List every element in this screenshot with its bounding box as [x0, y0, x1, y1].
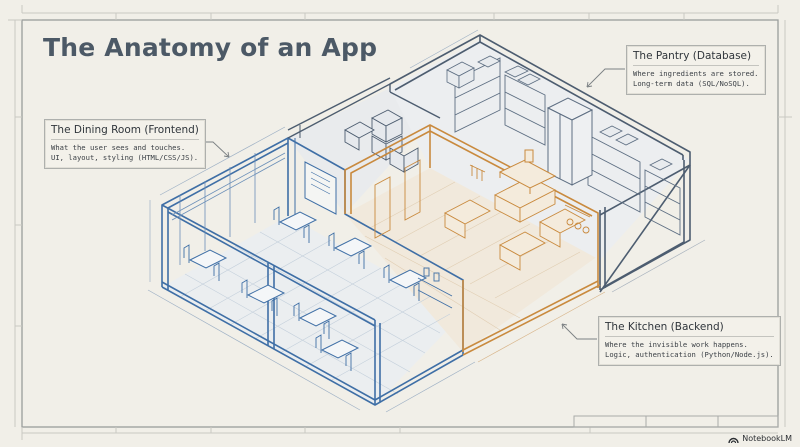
dimension-lines-kitchen	[477, 291, 606, 363]
wall-shelf-icon	[417, 267, 453, 309]
brand-label: NotebookLM	[742, 434, 792, 443]
kitchen-equipment-icon	[444, 176, 586, 271]
frontend-callout: The Dining Room (Frontend) What the user…	[44, 119, 206, 169]
dimension-lines	[147, 29, 479, 413]
database-callout-title: The Pantry (Database)	[633, 50, 759, 66]
range-hood-icon	[498, 149, 557, 194]
frontend-callout-line2: UI, layout, styling (HTML/CSS/JS).	[51, 153, 199, 162]
backend-callout-line1: Where the invisible work happens.	[605, 340, 748, 349]
dimension-lines-pantry	[611, 239, 706, 293]
hanging-pans-icon	[469, 164, 591, 234]
notebooklm-icon	[728, 437, 739, 443]
blueprint-frame	[8, 5, 792, 440]
dining-tables-icon	[188, 211, 428, 359]
pantry-floor	[390, 40, 690, 260]
pantry-walls	[389, 34, 691, 293]
dining-floor	[162, 216, 463, 405]
notebooklm-watermark: NotebookLM	[728, 434, 792, 443]
backend-callout-line2: Logic, authentication (Python/Node.js).	[605, 350, 774, 359]
kitchen-floor	[345, 168, 598, 352]
dining-chairs-icon	[183, 206, 420, 371]
pantry-boxes-icon	[446, 55, 673, 171]
page-title: The Anatomy of an App	[43, 33, 378, 62]
database-callout: The Pantry (Database) Where ingredients …	[626, 45, 766, 95]
kitchen-door-icon	[374, 159, 421, 239]
menu-board-icon	[304, 161, 337, 215]
dining-windows	[171, 152, 286, 265]
frontend-callout-title: The Dining Room (Frontend)	[51, 124, 199, 140]
refrigerator-icon	[546, 97, 594, 186]
frontend-callout-line1: What the user sees and touches.	[51, 143, 186, 152]
backend-callout: The Kitchen (Backend) Where the invisibl…	[598, 316, 781, 366]
kitchen-walls	[344, 124, 601, 356]
database-callout-line2: Long-term data (SQL/NoSQL).	[633, 79, 750, 88]
backend-callout-title: The Kitchen (Backend)	[605, 321, 774, 337]
database-callout-line1: Where ingredients are stored.	[633, 69, 759, 78]
dining-floor-grid	[179, 225, 451, 395]
